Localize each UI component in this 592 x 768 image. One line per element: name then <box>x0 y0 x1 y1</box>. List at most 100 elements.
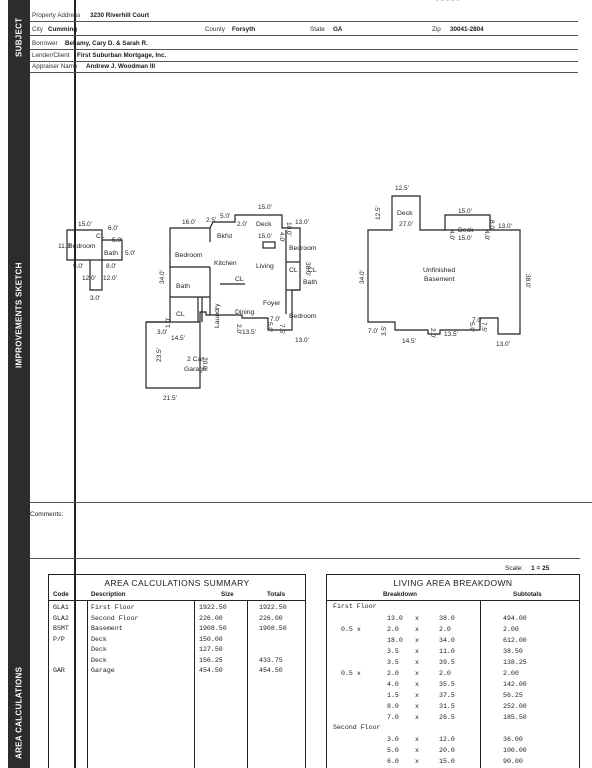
borrower-label: Borrower <box>32 40 58 47</box>
basement-dim: 34.0' <box>359 270 366 284</box>
city-row: City Cumming County Forsyth State GA Zip… <box>30 24 578 36</box>
breakdown-cell-x: x <box>415 681 419 688</box>
subject-section-label: SUBJECT <box>14 17 24 57</box>
breakdown-cell-a: 1.5 <box>387 692 399 699</box>
upper-dim: 11.0' <box>58 243 71 250</box>
basement-dim: 12.5' <box>375 206 382 220</box>
county-value: Forsyth <box>232 26 256 33</box>
main-dim: 15.0' <box>258 233 272 240</box>
summary-cell-size: 127.50 <box>199 646 223 653</box>
breakdown-cell-a: 4.0 <box>387 681 399 688</box>
basement-dim: 14.5' <box>402 338 416 345</box>
main-room-label: Bedroom <box>289 245 317 252</box>
breakdown-cell-x: x <box>415 670 419 677</box>
breakdown-cell-b: 15.0 <box>439 758 455 765</box>
section-divider <box>30 558 580 559</box>
file-number-fragment: ~ ~ ~ ~ ~ <box>435 0 460 4</box>
main-room-label: CL <box>289 267 298 274</box>
zip-label: Zip <box>432 26 441 33</box>
comments-label: Comments: <box>30 511 64 518</box>
main-room-label: Laundry <box>214 303 221 328</box>
county-label: County <box>205 26 225 33</box>
address-row: Property Address 3230 Riverhill Court <box>30 10 578 22</box>
floor-plan-sketch: Bedroom Bath CL 15.0' 11.0' 6.0' 5.0' 5.… <box>30 72 592 502</box>
property-address-value: 3230 Riverhill Court <box>90 12 150 19</box>
basement-dim: 13.0' <box>498 223 512 230</box>
breakdown-cell-s: 252.00 <box>503 703 527 710</box>
breakdown-title: LIVING AREA BREAKDOWN <box>393 578 513 588</box>
scale-indicator: Scale:1 = 25 <box>505 565 549 572</box>
summary-cell-code: GAR <box>53 667 65 674</box>
header-totals: Totals <box>267 591 286 598</box>
main-room-label: Bkfst <box>217 233 232 240</box>
lender-row: Lender/Client First Suburban Mortgage, I… <box>30 50 578 62</box>
main-dim: 7.0' <box>270 316 280 323</box>
lender-value: First Suburban Mortgage, Inc. <box>77 52 167 59</box>
main-dim: 20.0' <box>201 357 208 371</box>
city-label: City <box>32 26 43 33</box>
breakdown-cell-s: 494.00 <box>503 615 527 622</box>
breakdown-cell-b: 39.5 <box>439 659 455 666</box>
breakdown-cell-b: 2.0 <box>439 670 451 677</box>
breakdown-cell-b: 26.5 <box>439 714 455 721</box>
breakdown-cell-s: 56.25 <box>503 692 523 699</box>
summary-cell-description: Deck <box>91 635 107 643</box>
breakdown-column-line <box>480 601 481 768</box>
main-dim: 16.0' <box>182 219 196 226</box>
summary-cell-total: 433.75 <box>259 656 283 664</box>
summary-cell-total: 1908.50 <box>259 625 287 632</box>
scale-value: 1 = 25 <box>531 565 550 572</box>
breakdown-cell-a: 3.0 <box>387 736 399 743</box>
breakdown-cell-a: 13.0 <box>387 615 403 622</box>
breakdown-cell-b: 37.5 <box>439 692 455 699</box>
summary-cell-total: 454.50 <box>259 667 283 674</box>
breakdown-cell-b: 38.0 <box>439 615 455 622</box>
comments-section: Comments: <box>30 502 592 558</box>
upper-dim: 8.0' <box>106 263 116 270</box>
basement-room-label: Basement <box>424 276 455 283</box>
property-address-label: Property Address <box>32 12 81 19</box>
summary-cell-size: 454.50 <box>199 667 223 674</box>
breakdown-cell-f: 0.5 x <box>341 626 361 633</box>
basement-dim: 38.0' <box>524 274 531 288</box>
zip-value: 30041-2804 <box>450 26 484 33</box>
breakdown-cell-x: x <box>415 648 419 655</box>
basement-room-label: Deck <box>458 227 474 234</box>
summary-header-row: Code Description Size Totals <box>49 591 305 601</box>
breakdown-cell-x: x <box>415 758 419 765</box>
basement-dim: 27.0' <box>399 221 413 228</box>
main-dim: 5.0' <box>266 322 273 332</box>
breakdown-cell-x: x <box>415 714 419 721</box>
breakdown-cell-x: x <box>415 692 419 699</box>
upper-floor-plan: Bedroom Bath CL 15.0' 11.0' 6.0' 5.0' 5.… <box>58 221 135 302</box>
basement-plan: Deck Unfinished Basement Deck 12.5' 12.5… <box>359 185 531 348</box>
breakdown-cell-a: 8.0 <box>387 703 399 710</box>
main-dim: 2.5' <box>206 217 216 224</box>
upper-dim: 3.0' <box>90 295 100 302</box>
breakdown-cell-s: 100.00 <box>503 747 527 754</box>
main-dim: 34.0' <box>159 270 166 284</box>
main-dim: 2.0' <box>237 221 247 228</box>
main-room-label: Garage <box>184 366 207 373</box>
main-room-label: CL <box>176 311 185 318</box>
upper-dim: 5.0' <box>125 250 135 257</box>
main-room-label: Bedroom <box>289 313 317 320</box>
appraiser-row: Appraiser Name Andrew J. Woodman III <box>30 61 578 73</box>
main-dim: 21.5' <box>163 395 177 402</box>
living-area-breakdown-table: LIVING AREA BREAKDOWN Breakdown Subtotal… <box>326 574 580 768</box>
breakdown-cell-a: 5.0 <box>387 747 399 754</box>
header-size: Size <box>221 591 234 598</box>
fireplace-symbol <box>262 241 276 249</box>
summary-cell-description: Deck <box>91 656 107 664</box>
breakdown-cell-s: 90.00 <box>503 758 523 765</box>
main-dim: 5.0' <box>220 213 230 220</box>
